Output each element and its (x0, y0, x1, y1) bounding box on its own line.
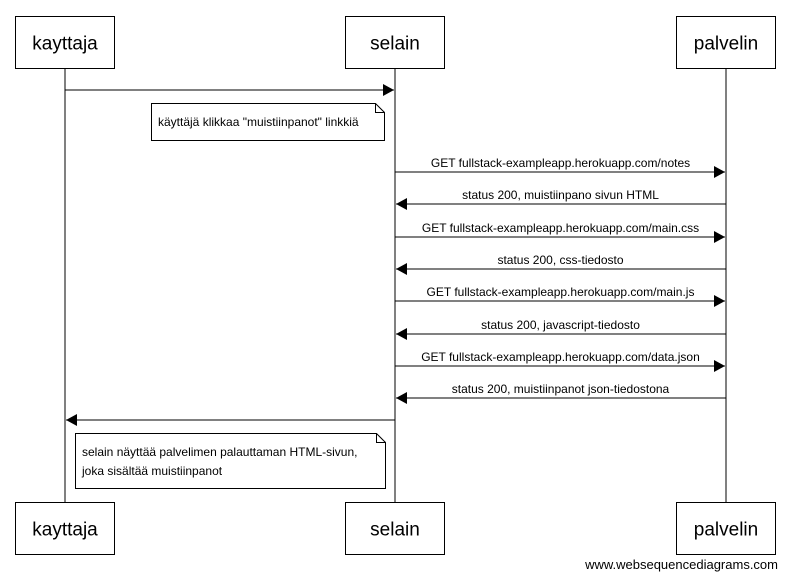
participant-box-bottom-selain (345, 502, 445, 555)
note-text: käyttäjä klikkaa "muistiinpanot" linkkiä (158, 115, 359, 129)
participant-label-bottom-kayttaja: kayttaja (32, 520, 98, 541)
message-label: status 200, javascript-tiedosto (481, 318, 640, 332)
message-label: status 200, muistiinpano sivun HTML (462, 188, 659, 202)
participant-label-top-palvelin: palvelin (694, 34, 758, 55)
participant-label-top-kayttaja: kayttaja (32, 34, 98, 55)
note-text: joka sisältää muistiinpanot (81, 464, 223, 478)
note-fold (375, 103, 385, 113)
note-fold (376, 433, 386, 443)
participant-label-bottom-palvelin: palvelin (694, 520, 758, 541)
message-label: GET fullstack-exampleapp.herokuapp.com/n… (431, 156, 690, 170)
participant-box-bottom-palvelin (676, 502, 776, 555)
note-box (151, 103, 385, 141)
participant-box-top-palvelin (676, 16, 776, 69)
message-label: GET fullstack-exampleapp.herokuapp.com/m… (422, 221, 699, 235)
participant-box-bottom-kayttaja (15, 502, 115, 555)
note-box (75, 433, 386, 489)
message-label: status 200, muistiinpanot json-tiedoston… (452, 382, 670, 396)
participant-box-top-kayttaja (15, 16, 115, 69)
message-label: GET fullstack-exampleapp.herokuapp.com/d… (421, 350, 700, 364)
participant-label-bottom-selain: selain (370, 520, 420, 541)
note-text: selain näyttää palvelimen palauttaman HT… (82, 445, 357, 459)
message-label: status 200, css-tiedosto (497, 253, 623, 267)
message-label: GET fullstack-exampleapp.herokuapp.com/m… (427, 285, 695, 299)
watermark-text: www.websequencediagrams.com (584, 557, 778, 572)
participant-label-top-selain: selain (370, 34, 420, 55)
participant-box-top-selain (345, 16, 445, 69)
